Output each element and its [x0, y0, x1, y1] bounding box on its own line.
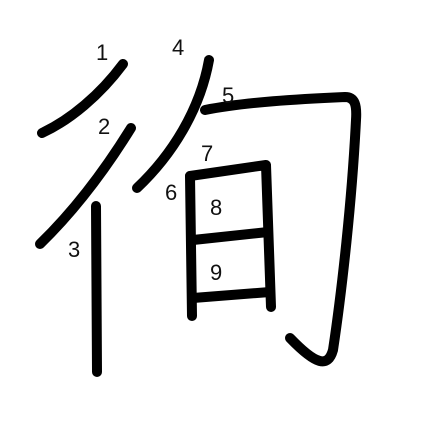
- stroke-7: [185, 160, 276, 312]
- stroke-1: [37, 59, 128, 138]
- stroke-number-6: 6: [165, 180, 177, 205]
- stroke-8: [188, 227, 273, 245]
- stroke-3: [91, 201, 102, 377]
- stroke-number-1: 1: [96, 40, 108, 65]
- stroke-4: [132, 55, 214, 193]
- stroke-number-5: 5: [222, 83, 234, 108]
- stroke-number-7: 7: [201, 141, 213, 166]
- stroke-number-4: 4: [172, 35, 184, 60]
- stroke-number-2: 2: [98, 114, 110, 139]
- stroke-number-8: 8: [210, 195, 222, 220]
- stroke-6: [185, 171, 197, 321]
- stroke-2: [35, 123, 136, 249]
- stroke-number-9: 9: [210, 260, 222, 285]
- stroke-number-3: 3: [68, 237, 80, 262]
- stroke-5: [200, 92, 362, 367]
- stroke-9: [188, 287, 275, 303]
